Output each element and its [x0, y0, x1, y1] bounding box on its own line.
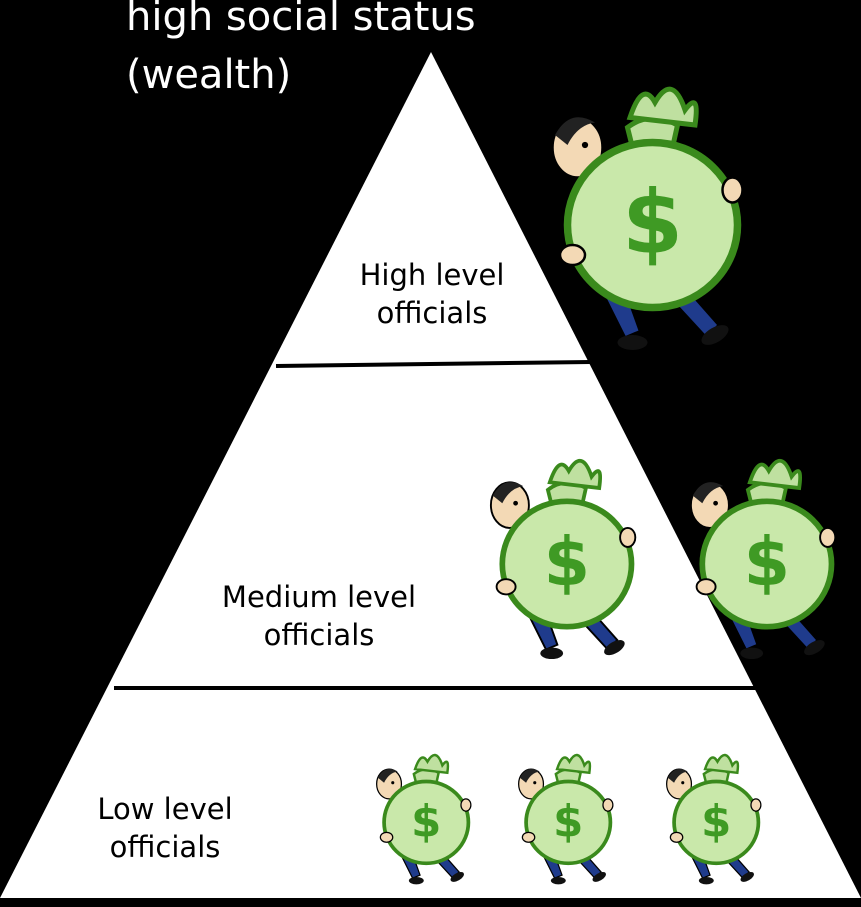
tier-label-medium: Medium level officials	[176, 578, 462, 654]
tier-label-low-line-2: officials	[109, 830, 221, 864]
tier-label-low-line-1: Low level	[97, 792, 233, 826]
tier-label-low: Low level officials	[60, 790, 270, 866]
divider-high-medium	[275, 360, 592, 368]
title-line-2: (wealth)	[126, 52, 292, 98]
tier-label-medium-line-1: Medium level	[221, 580, 417, 614]
tier-label-high-line-1: High level	[359, 258, 505, 292]
tier-label-high-line-2: officials	[376, 296, 488, 330]
slide-title: high social status (wealth)	[126, 0, 476, 104]
title-line-1: high social status	[126, 0, 476, 40]
money-man-icon-high-1	[553, 89, 743, 350]
tier-label-high: High level officials	[330, 256, 534, 332]
tier-label-medium-line-2: officials	[263, 618, 375, 652]
